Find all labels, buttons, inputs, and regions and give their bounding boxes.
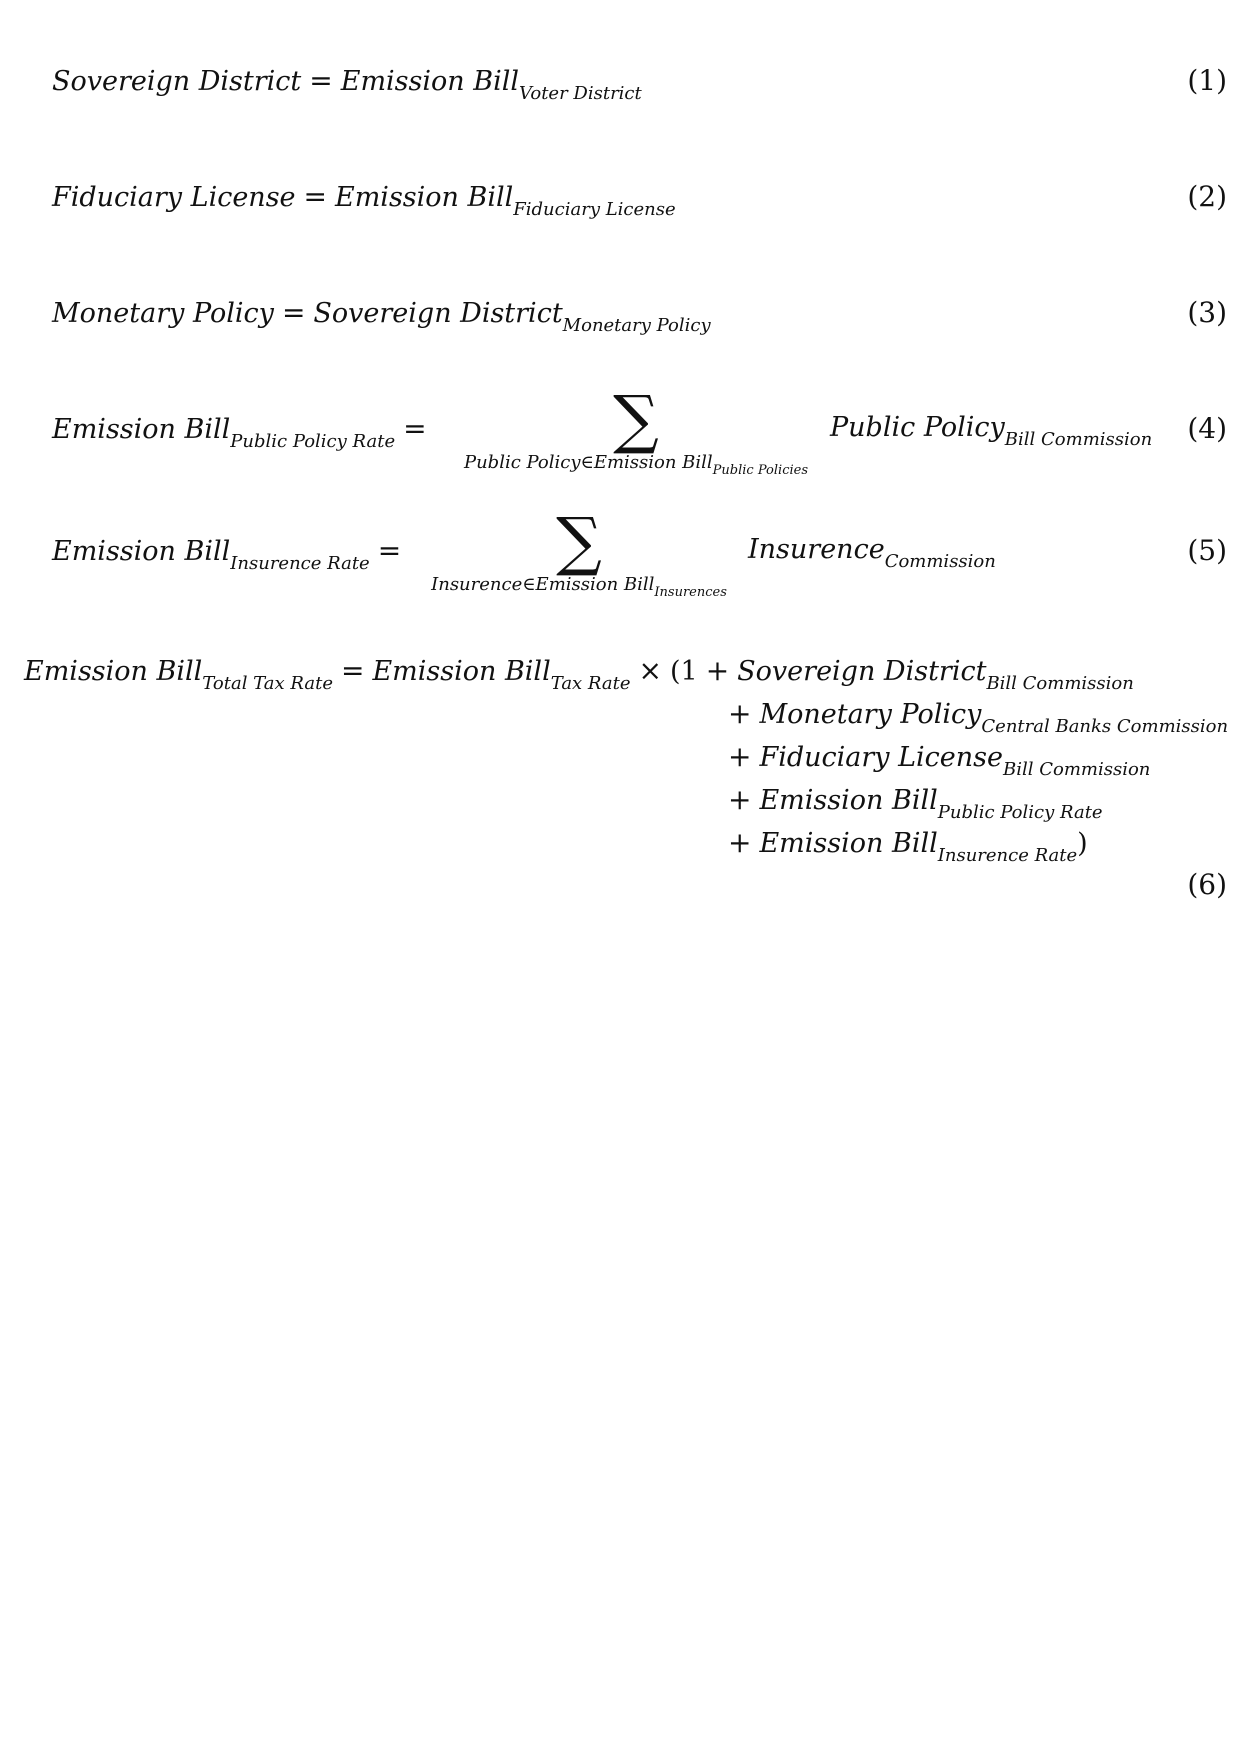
- equation-6: Emission BillTotal Tax Rate=Emission Bil…: [0, 654, 1241, 901]
- eq4-lhs-sub: Public Policy Rate: [230, 431, 396, 452]
- eq6-term-2-op: +: [728, 697, 752, 730]
- eq4-sum-limit-base: Public Policy∈Emission Bill: [463, 452, 713, 473]
- eq6-term-4-sub: Public Policy Rate: [937, 802, 1103, 823]
- eq6-term-5-op: +: [728, 826, 752, 859]
- eq5-lhs: Emission BillInsurence Rate =: [52, 534, 409, 574]
- equation-5-number: (5): [1187, 534, 1227, 567]
- equation-3-body: Monetary Policy=Sovereign DistrictMoneta…: [52, 296, 711, 336]
- equation-6-number: (6): [1187, 868, 1227, 901]
- eq6-term-2-sub: Central Banks Commission: [981, 716, 1229, 737]
- eq1-rhs-sub: Voter District: [519, 83, 642, 104]
- eq6-term-5: +Emission BillInsurence Rate): [720, 826, 1088, 866]
- eq6-first-line: Emission BillTotal Tax Rate=Emission Bil…: [24, 654, 1134, 694]
- eq1-lhs: Sovereign District: [52, 66, 302, 97]
- eq1-rhs-base: Emission Bill: [340, 66, 520, 97]
- eq2-equals: =: [303, 180, 327, 213]
- eq6-term-1-base: Sovereign District: [737, 656, 987, 687]
- eq6-lhs-sub: Total Tax Rate: [202, 673, 333, 694]
- eq6-open-paren: (1: [669, 656, 698, 687]
- eq5-sum-limit: Insurence∈Emission BillInsurences: [414, 574, 744, 600]
- eq5-summation: ∑ Insurence∈Emission BillInsurences: [414, 505, 744, 600]
- eq5-lhs-base: Emission Bill: [52, 536, 231, 567]
- eq4-lhs: Emission BillPublic Policy Rate =: [52, 412, 435, 452]
- eq5-sum-limit-sub: Insurences: [654, 585, 727, 600]
- eq6-term-5-sub: Insurence Rate: [937, 845, 1078, 866]
- eq4-term-sub: Bill Commission: [1004, 429, 1153, 450]
- eq4-term: Public PolicyBill Commission: [830, 412, 1152, 450]
- eq6-term-3: +Fiduciary LicenseBill Commission: [720, 740, 1150, 780]
- eq6-term-3-sub: Bill Commission: [1003, 759, 1151, 780]
- eq6-rhs-sub: Tax Rate: [550, 673, 631, 694]
- eq2-rhs-base: Emission Bill: [335, 182, 514, 213]
- eq5-sum-limit-base: Insurence∈Emission Bill: [431, 574, 655, 595]
- equation-4-number: (4): [1187, 412, 1227, 445]
- eq5-sigma-symbol: ∑: [556, 505, 602, 579]
- eq4-equals: =: [403, 412, 427, 445]
- eq6-term-5-base: Emission Bill: [759, 828, 938, 859]
- eq5-equals: =: [377, 534, 402, 567]
- equation-2-number: (2): [1187, 180, 1227, 213]
- eq3-lhs: Monetary Policy: [52, 298, 274, 329]
- eq3-rhs-sub: Monetary Policy: [562, 315, 711, 336]
- eq6-term-2: +Monetary PolicyCentral Banks Commission: [720, 697, 1228, 737]
- eq6-equals: =: [340, 654, 365, 687]
- eq2-rhs-sub: Fiduciary License: [513, 199, 676, 220]
- eq4-summation: ∑ Public Policy∈Emission BillPublic Poli…: [446, 383, 826, 478]
- eq6-term-1-sub: Bill Commission: [986, 673, 1134, 694]
- eq6-term-2-base: Monetary Policy: [759, 699, 982, 730]
- equation-1-body: Sovereign District=Emission BillVoter Di…: [52, 64, 642, 104]
- equation-1-number: (1): [1187, 64, 1227, 97]
- eq5-term: InsurenceCommission: [748, 534, 996, 572]
- eq5-term-sub: Commission: [884, 551, 996, 572]
- eq2-lhs: Fiduciary License: [52, 182, 296, 213]
- eq5-lhs-sub: Insurence Rate: [230, 553, 370, 574]
- eq6-lhs-base: Emission Bill: [24, 656, 203, 687]
- eq6-term-3-op: +: [728, 740, 752, 773]
- eq3-equals: =: [281, 296, 306, 329]
- eq6-term-1-op: +: [705, 654, 730, 687]
- eq5-term-base: Insurence: [748, 534, 885, 565]
- eq4-sum-limit: Public Policy∈Emission BillPublic Polici…: [446, 452, 826, 478]
- equation-3-number: (3): [1187, 296, 1227, 329]
- eq4-sum-limit-sub: Public Policies: [712, 463, 809, 478]
- eq6-term-3-base: Fiduciary License: [759, 742, 1003, 773]
- eq3-rhs-base: Sovereign District: [313, 298, 563, 329]
- eq6-term-4-op: +: [728, 783, 752, 816]
- eq6-rhs-base: Emission Bill: [372, 656, 551, 687]
- eq4-lhs-base: Emission Bill: [52, 414, 231, 445]
- eq6-times: ×: [638, 654, 662, 687]
- eq4-term-base: Public Policy: [830, 412, 1005, 443]
- eq6-close-paren: ): [1077, 828, 1088, 859]
- eq6-term-4: +Emission BillPublic Policy Rate: [720, 783, 1103, 823]
- equation-2-body: Fiduciary License=Emission BillFiduciary…: [52, 180, 676, 220]
- eq1-equals: =: [309, 64, 333, 97]
- eq6-term-4-base: Emission Bill: [759, 785, 938, 816]
- eq4-sigma-symbol: ∑: [613, 383, 659, 457]
